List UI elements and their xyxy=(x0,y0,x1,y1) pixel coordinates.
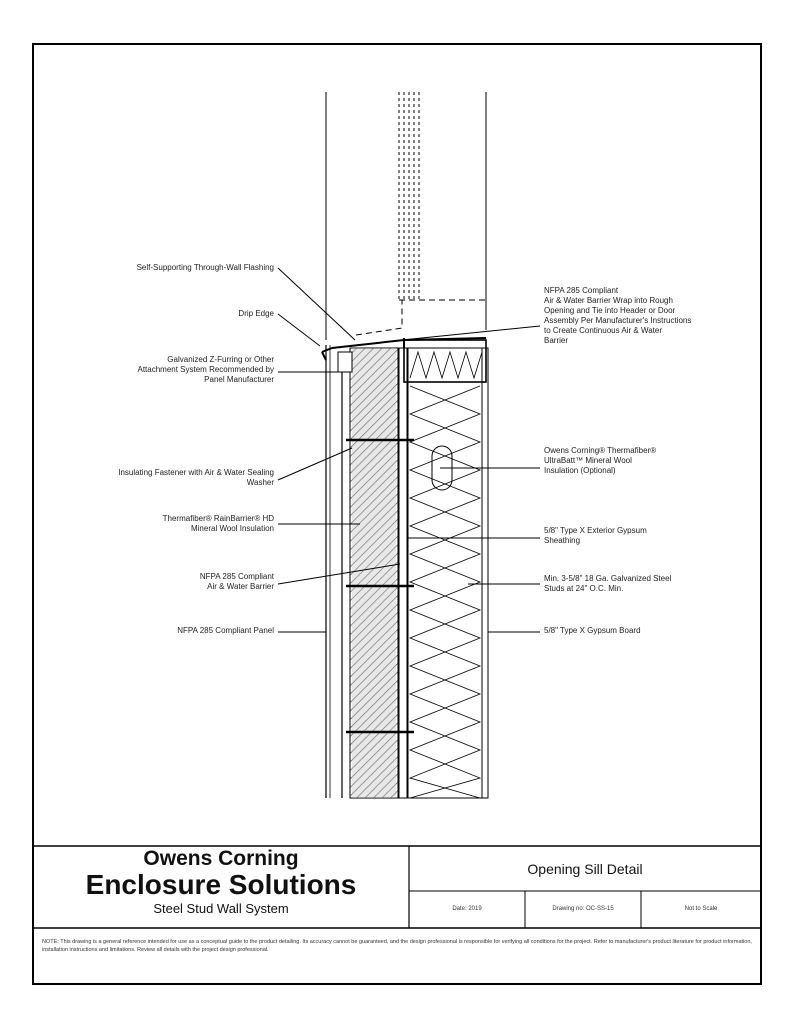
drawing-number-cell: Drawing no: OC-SS-15 xyxy=(552,906,614,912)
label-drip-edge: Drip Edge xyxy=(238,309,274,318)
label-z-furring: Galvanized Z-Furring or Other Attachment… xyxy=(137,355,274,384)
sill-track xyxy=(403,339,487,383)
mineral-wool-insulation xyxy=(349,347,399,799)
gypsum-board xyxy=(481,347,489,799)
label-through-wall-flashing: Self-Supporting Through-Wall Flashing xyxy=(136,263,274,272)
date-cell: Date: 2019 xyxy=(452,906,482,912)
stud-cavity xyxy=(407,347,483,799)
disclaimer-note: NOTE: This drawing is a general referenc… xyxy=(42,939,752,953)
label-air-water-barrier: NFPA 285 Compliant Air & Water Barrier xyxy=(199,572,274,591)
scale-cell: Not to Scale xyxy=(684,906,718,912)
company-name: Owens Corning xyxy=(143,847,299,870)
leader-lines-right xyxy=(401,325,541,633)
label-barrier-wrap: NFPA 285 Compliant Air & Water Barrier W… xyxy=(544,286,692,345)
opening-above xyxy=(325,92,487,340)
label-insulating-fastener: Insulating Fastener with Air & Water Sea… xyxy=(118,468,274,487)
wall-section xyxy=(325,339,489,799)
document-subtitle: Steel Stud Wall System xyxy=(153,901,289,916)
label-steel-studs: Min. 3-5/8" 18 Ga. Galvanized Steel Stud… xyxy=(544,574,672,593)
document-title: Enclosure Solutions xyxy=(85,869,357,900)
label-gypsum-board: 5/8" Type X Gypsum Board xyxy=(544,626,641,635)
leader-lines-left xyxy=(277,267,401,633)
label-exterior-sheathing: 5/8" Type X Exterior Gypsum Sheathing xyxy=(544,526,647,545)
label-ultrabatt-insulation: Owens Corning® Thermafiber® UltraBatt™ M… xyxy=(544,446,657,475)
sill-insulation xyxy=(409,350,483,380)
label-compliant-panel: NFPA 285 Compliant Panel xyxy=(177,626,274,635)
sheet-border xyxy=(32,43,762,985)
label-rainbarrier-insulation: Thermafiber® RainBarrier® HD Mineral Woo… xyxy=(162,514,274,533)
title-block-brand: Owens Corning Enclosure Solutions Steel … xyxy=(34,846,408,926)
sheet-title: Opening Sill Detail xyxy=(527,861,643,877)
exterior-sheathing xyxy=(398,347,408,799)
